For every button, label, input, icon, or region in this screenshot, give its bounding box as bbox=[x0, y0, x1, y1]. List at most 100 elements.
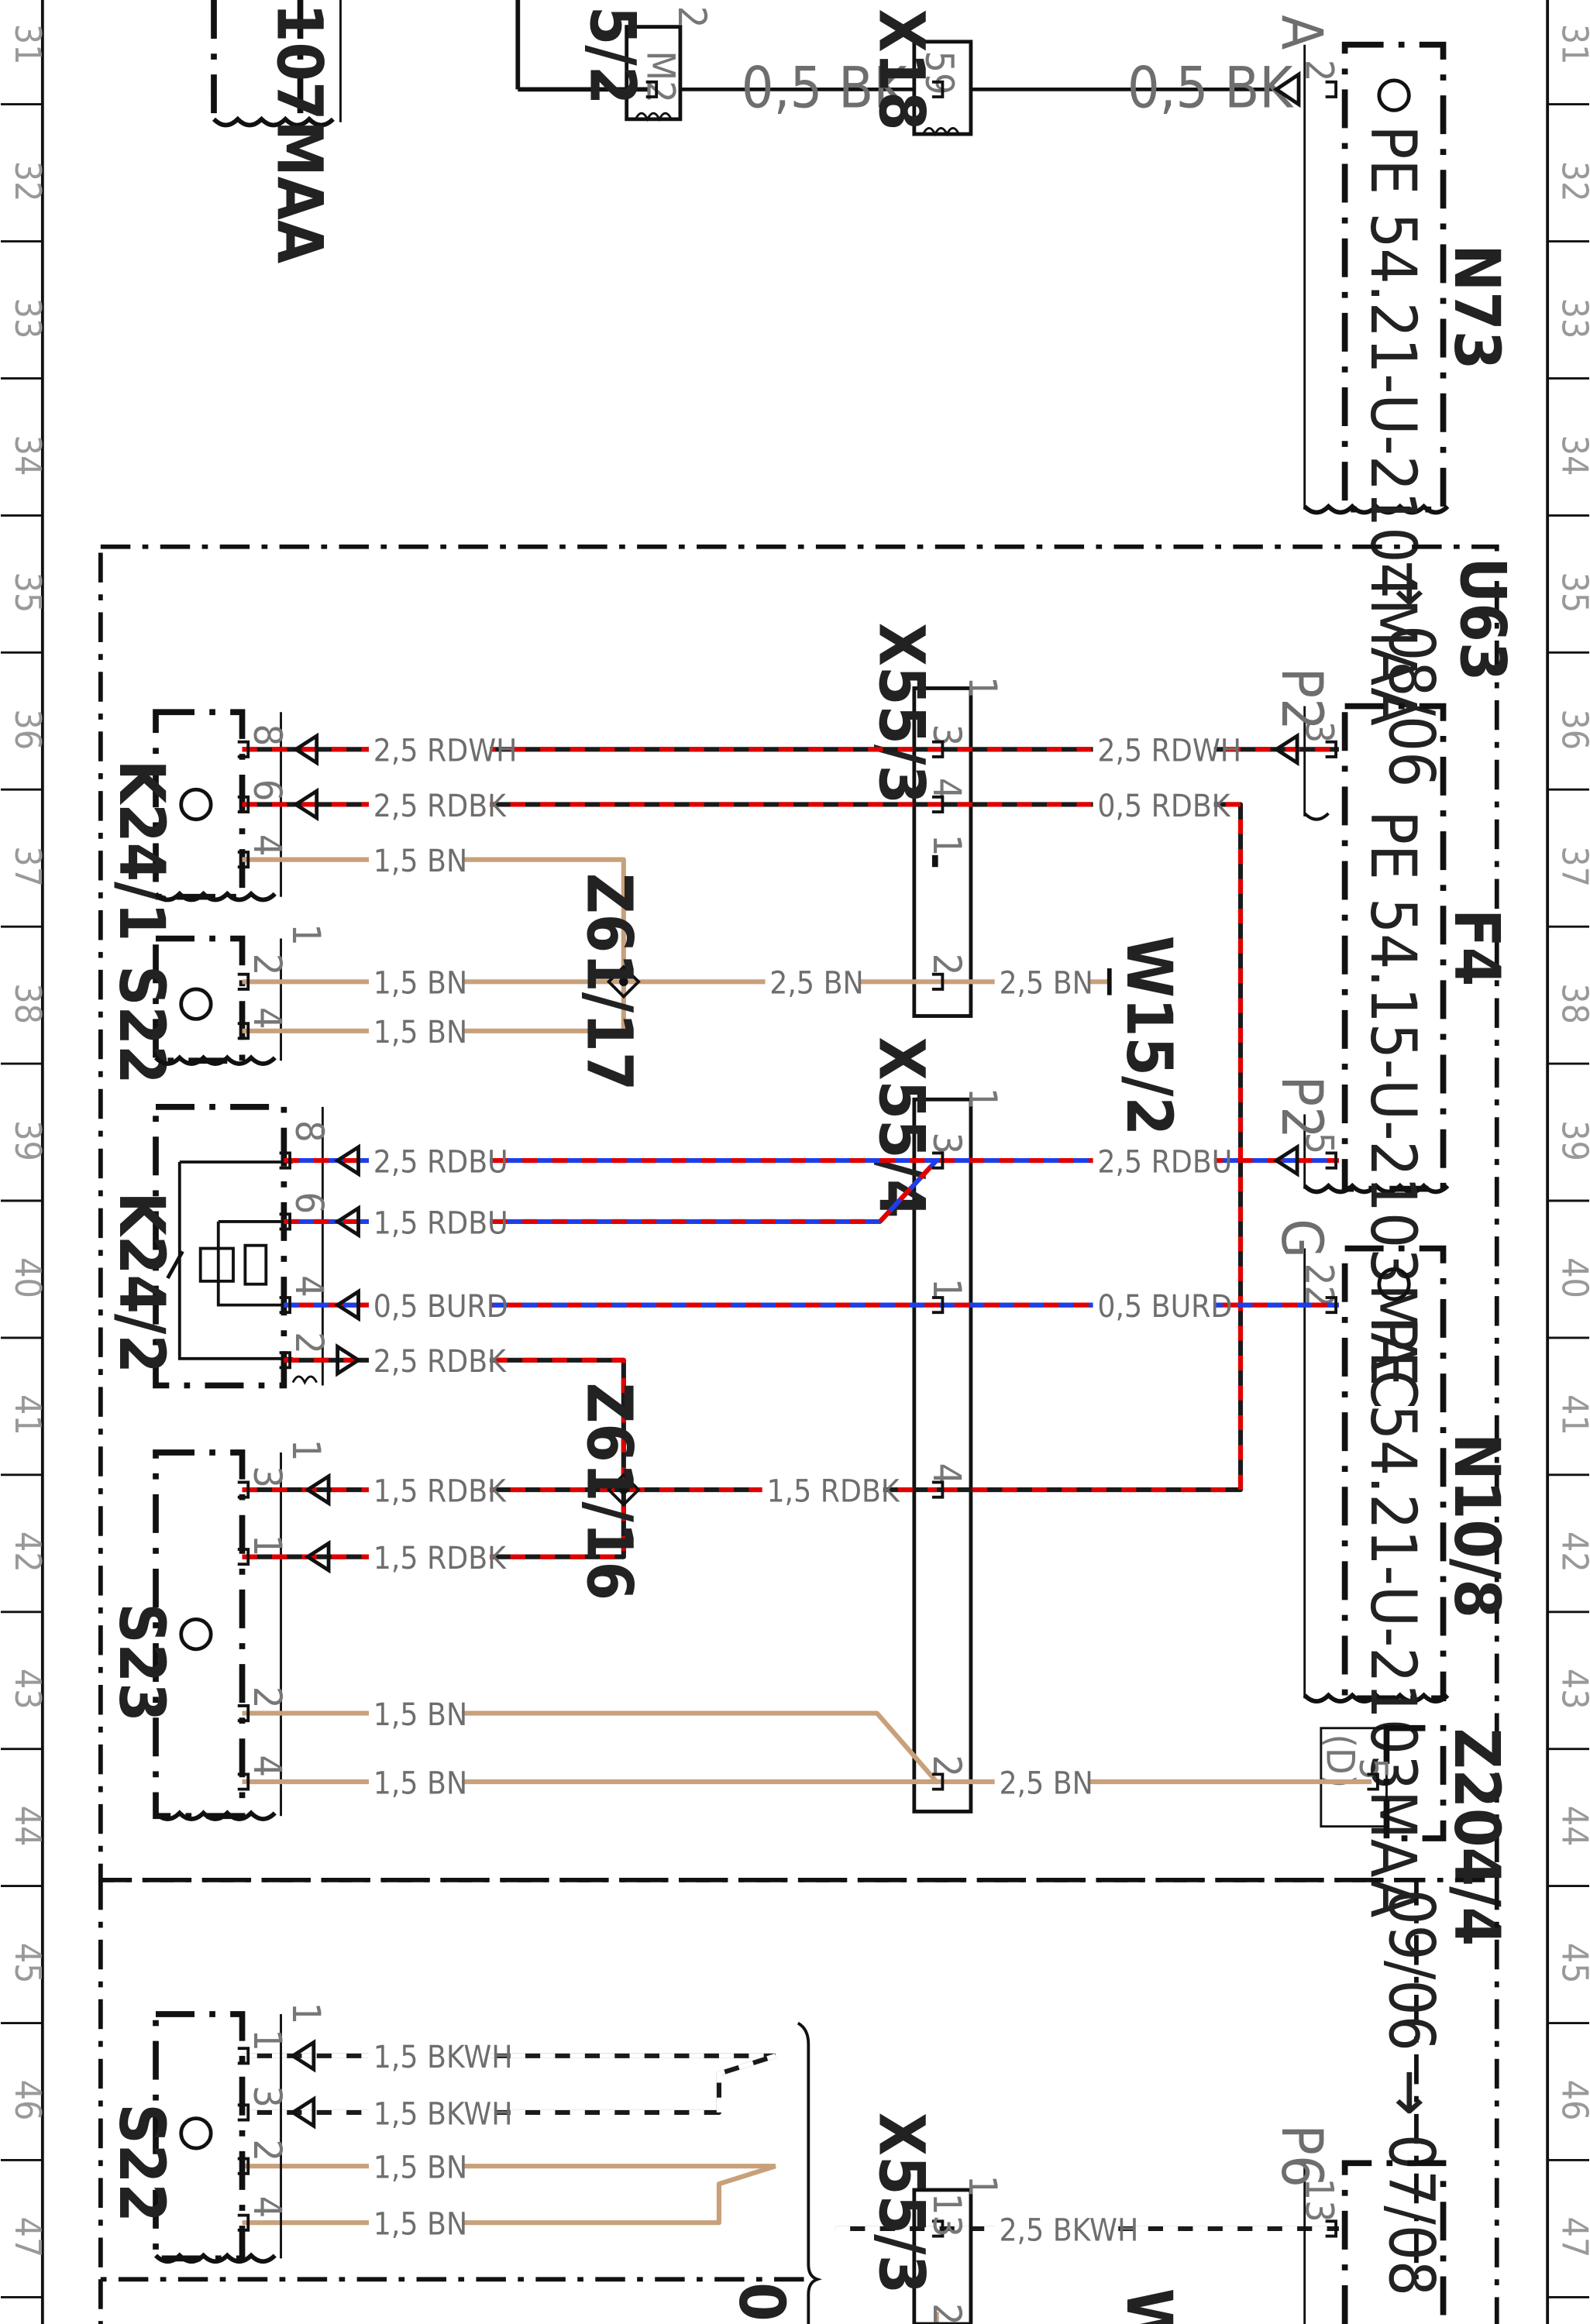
row-number-right: 39 bbox=[1554, 1120, 1590, 1161]
wire-label-bg bbox=[1093, 786, 1214, 823]
row-number-left: 39 bbox=[7, 1120, 49, 1161]
s22-bottom-group: 1 bbox=[284, 2003, 329, 2025]
row-number-left: 47 bbox=[7, 2217, 49, 2258]
f4-pin-3: 3 bbox=[1297, 721, 1342, 744]
wire-label-bg bbox=[369, 841, 462, 878]
row-number-left: 36 bbox=[7, 709, 49, 750]
wire-label-bn-s22d: 1,5 BN bbox=[373, 2206, 467, 2243]
arrow-k24-2-pin6 bbox=[334, 1205, 360, 1239]
arrow-k24-2-pin2 bbox=[336, 1343, 362, 1377]
right-cut-pin-letter: P6 bbox=[1268, 2124, 1334, 2187]
row-number-left: 41 bbox=[7, 1394, 49, 1435]
x55-3-top-connector: X55/3 1 3 4 1 2 bbox=[865, 623, 1005, 1018]
wire-label-bg bbox=[369, 1763, 462, 1800]
s22-bottom-pin-1: 1 bbox=[245, 2029, 290, 2051]
row-number-right: 37 bbox=[1554, 846, 1590, 887]
row-number-left: 33 bbox=[7, 298, 49, 339]
k24-1-pin-8: 8 bbox=[245, 724, 290, 747]
wire-label-rdwh-right: 2,5 RDWH bbox=[1097, 733, 1241, 769]
wire-label-bn-s22c: 1,5 BN bbox=[373, 2150, 467, 2186]
s23-pin-3: 3 bbox=[245, 1466, 290, 1488]
row-number-left: 45 bbox=[7, 1943, 49, 1984]
wire-label-bg bbox=[369, 1203, 490, 1239]
pin-terminal bbox=[237, 1480, 250, 1499]
k24-2-pin-6: 6 bbox=[287, 1191, 332, 1214]
wire-label-bg bbox=[994, 964, 1088, 1000]
x55-3-bottom-group: 1 bbox=[960, 2175, 1005, 2198]
wire-label-bg bbox=[1093, 1143, 1214, 1179]
x55-4-group: 1 bbox=[960, 1088, 1005, 1110]
s22-top-pin-2: 2 bbox=[245, 954, 290, 976]
x18-tag: X18 bbox=[865, 9, 938, 131]
wire-label-bg bbox=[369, 786, 490, 823]
x18-pin: 59 bbox=[917, 50, 962, 95]
wire-label-bg bbox=[369, 1143, 490, 1179]
wire-label-bg bbox=[369, 1472, 490, 1508]
wire-label-bg bbox=[369, 1342, 490, 1378]
wire-label-rdbk-mid: 1,5 RDBK bbox=[766, 1473, 900, 1509]
pin-terminal bbox=[237, 851, 250, 869]
right-cut-pin: 13 bbox=[1297, 2178, 1342, 2223]
wire-label-bg bbox=[994, 2210, 1116, 2247]
wire-label-bg bbox=[1093, 1287, 1214, 1323]
m2-group: 2 bbox=[669, 6, 714, 29]
n10-8-component: PE 54.21-U-2103MAA N10/8 22 G bbox=[1268, 1219, 1513, 1918]
row-number-right: 46 bbox=[1554, 2080, 1590, 2121]
wire-label-rdbu-6: 1,5 RDBU bbox=[373, 1205, 508, 1241]
k24-2-pin-8: 8 bbox=[287, 1120, 332, 1143]
wire-label-bn-w152: 2,5 BN bbox=[999, 965, 1093, 1002]
n10-8-tag: N10/8 bbox=[1440, 1433, 1513, 1618]
wire-label-rdbk-k242: 2,5 RDBK bbox=[373, 1343, 507, 1380]
wire-label-bg bbox=[994, 1763, 1088, 1800]
w15-2-ground: W15/2 bbox=[1106, 936, 1185, 1136]
z204-4-pin: 5 bbox=[1351, 1758, 1396, 1780]
u63-range-bottom: 09/06 → 07/08 bbox=[1374, 1889, 1447, 2296]
s22-top-pin-4: 4 bbox=[245, 1007, 290, 1030]
wire-label-bg bbox=[765, 964, 859, 1000]
n10-8-doc: PE 54.21-U-2103MAA bbox=[1356, 1317, 1429, 1918]
pin-terminal bbox=[237, 2047, 250, 2065]
wire-bn-s22d bbox=[242, 2164, 776, 2226]
row-number-left: 44 bbox=[7, 1806, 49, 1847]
wire-label-bg bbox=[1093, 731, 1214, 768]
wire-rdbu-6-stripe bbox=[284, 1158, 938, 1224]
row-number-right: 38 bbox=[1554, 983, 1590, 1024]
x55-4-connector: X55/4 1 3 1 4 2 bbox=[865, 1037, 1005, 1813]
wire-label-bg bbox=[369, 1287, 490, 1323]
wire-label-burd-left: 0,5 BURD bbox=[373, 1288, 508, 1325]
row-number-right: 33 bbox=[1554, 298, 1590, 339]
pin-terminal bbox=[279, 1212, 291, 1231]
pin-terminal bbox=[931, 1772, 945, 1791]
pin-terminal bbox=[1325, 1296, 1337, 1315]
s22-top-tag: S22 bbox=[105, 965, 177, 1084]
row-number-right: 47 bbox=[1554, 2217, 1590, 2258]
row-number-right: 32 bbox=[1554, 161, 1590, 202]
n73-pin: 2 bbox=[1297, 60, 1342, 82]
row-number-left: 43 bbox=[7, 1669, 49, 1710]
wire-label-burd-right: 0,5 BURD bbox=[1097, 1288, 1232, 1325]
s22-top-group: 1 bbox=[284, 923, 329, 946]
s23-component: S23 3 1 2 4 1 bbox=[105, 1439, 329, 1821]
wire-label-bn-z204: 2,5 BN bbox=[999, 1765, 1093, 1801]
wire-label-bn-s23b: 1,5 BN bbox=[373, 1765, 467, 1801]
wire-label-bg bbox=[369, 964, 462, 1000]
wire-label-bn-k241: 1,5 BN bbox=[373, 843, 467, 879]
row-number-left: 38 bbox=[7, 983, 49, 1024]
k24-2-component: K24/2 8 6 4 2 bbox=[105, 1104, 332, 1389]
x55-3-top-pin-4: 4 bbox=[924, 778, 969, 800]
f4-doc: PE 54.15-U-2103MAC bbox=[1356, 810, 1429, 1409]
s23-group: 1 bbox=[284, 1439, 329, 1462]
arrow-k24-1-pin6 bbox=[292, 787, 319, 822]
row-number-right: 42 bbox=[1554, 1532, 1590, 1573]
x55-3-top-group: 1 bbox=[960, 676, 1005, 699]
x18-connector: X18 59 bbox=[865, 9, 973, 137]
wire-label-rdbu-right: 2,5 RDBU bbox=[1097, 1143, 1232, 1180]
wire-label-bg bbox=[369, 2205, 462, 2241]
s22-bottom-component: S22 1 3 2 4 1 bbox=[105, 2003, 329, 2264]
wire-label-bg bbox=[369, 1012, 462, 1049]
s22-bottom-tag: S22 bbox=[105, 2103, 177, 2222]
f4-tag: F4 bbox=[1440, 909, 1513, 986]
pin-terminal bbox=[1367, 1772, 1379, 1791]
